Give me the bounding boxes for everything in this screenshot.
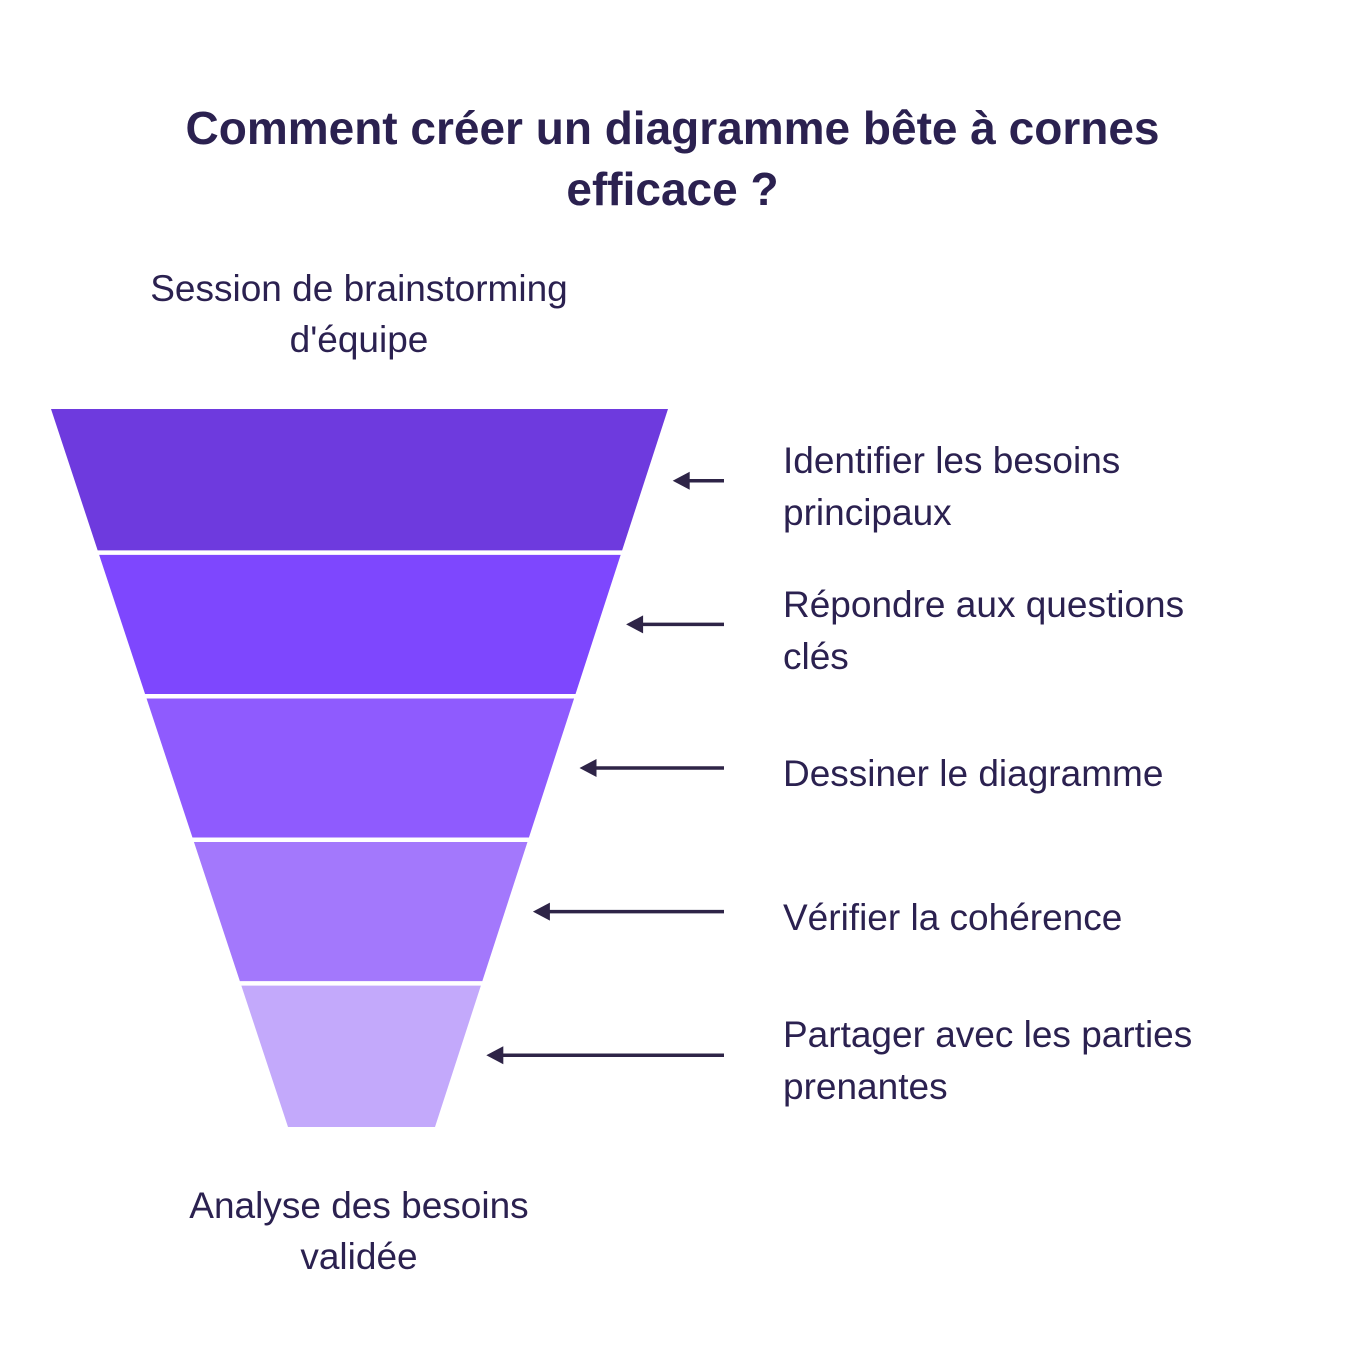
arrow-head-icon-1 [672, 471, 690, 490]
funnel-source-label: Session de brainstorming d'équipe [150, 268, 568, 361]
arrow-head-icon-4 [532, 902, 550, 921]
funnel-segment-5 [241, 985, 481, 1127]
arrow-head-icon-2 [626, 615, 644, 634]
funnel-segment-2 [99, 554, 621, 694]
step-label-check-coherence: Vérifier la cohérence [783, 897, 1123, 939]
funnel-segment-4 [193, 842, 528, 982]
funnel-segment-1 [51, 409, 668, 551]
step-label-draw-diagram: Dessiner le diagramme [783, 753, 1164, 795]
step-label-answer-questions: Répondre aux questions clés [783, 584, 1185, 677]
step-label-identify-needs: Identifier les besoins principaux [783, 440, 1121, 533]
arrow-head-icon-3 [579, 759, 597, 777]
funnel-result-label: Analyse des besoins validée [189, 1185, 529, 1278]
arrow-head-icon-5 [486, 1046, 504, 1065]
funnel-segment-3 [146, 698, 575, 838]
step-label-share-stakeholders: Partager avec les parties prenantes [783, 1014, 1193, 1107]
page-title: Comment créer un diagramme bête à cornes… [185, 102, 1160, 215]
